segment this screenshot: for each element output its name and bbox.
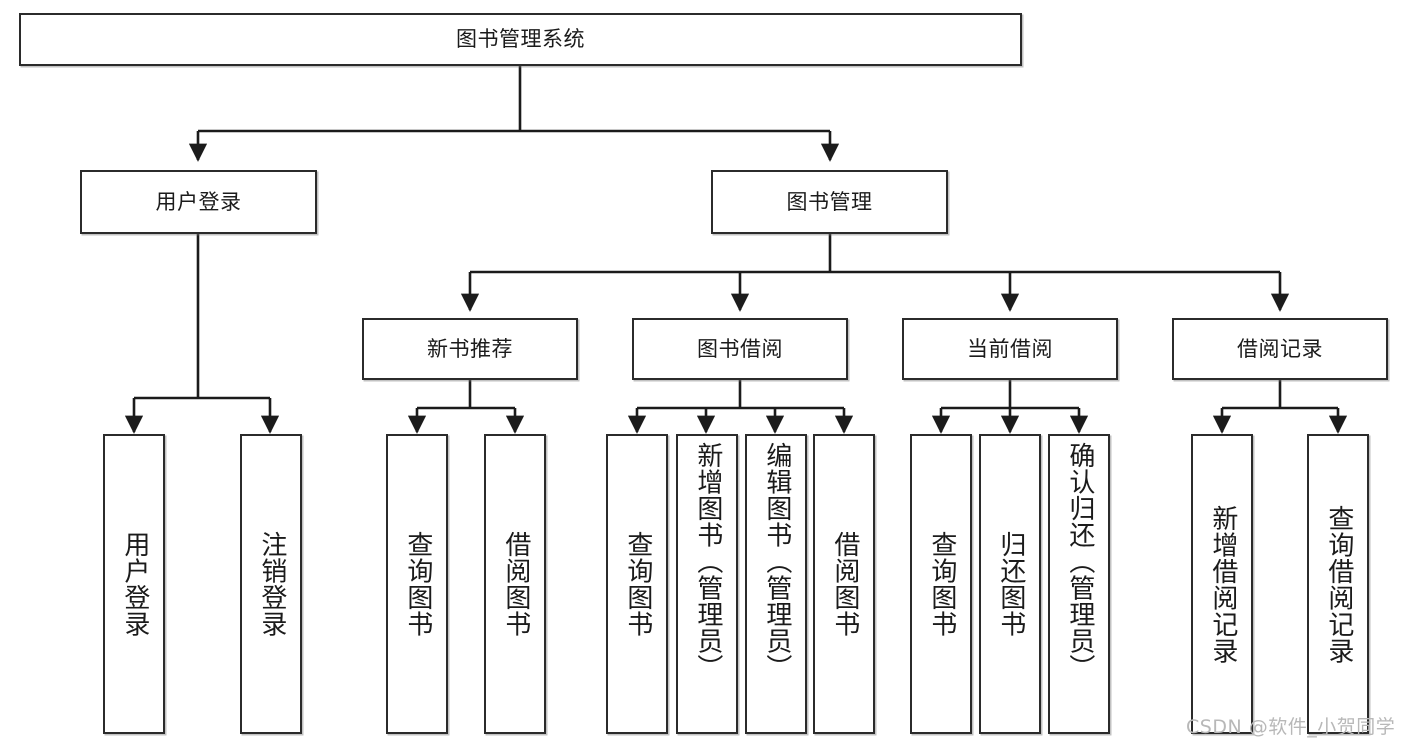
leaf-query-book-1[interactable]: 查询图书 (386, 434, 448, 734)
leaf-query-book-3[interactable]: 查询图书 (910, 434, 972, 734)
node-book-borrow-label: 图书借阅 (697, 336, 783, 361)
node-root[interactable]: 图书管理系统 (19, 13, 1022, 66)
node-borrow-records[interactable]: 借阅记录 (1172, 318, 1388, 380)
leaf-add-book-label: 新增图书（管理员） (692, 442, 723, 681)
leaf-add-record-label: 新增借阅记录 (1207, 504, 1238, 664)
leaf-user-logout-label: 注销登录 (256, 531, 287, 637)
node-root-label: 图书管理系统 (456, 27, 585, 52)
node-borrow-records-label: 借阅记录 (1237, 336, 1323, 361)
leaf-return-book-label: 归还图书 (995, 531, 1026, 637)
leaf-query-book-2[interactable]: 查询图书 (606, 434, 668, 734)
node-user-login-label: 用户登录 (155, 189, 242, 214)
node-current-borrow-label: 当前借阅 (967, 336, 1053, 361)
node-book-management-label: 图书管理 (786, 189, 873, 214)
leaf-user-login-label: 用户登录 (119, 531, 150, 637)
node-new-book-recommend-label: 新书推荐 (427, 336, 513, 361)
leaf-query-record-label: 查询借阅记录 (1323, 504, 1354, 664)
node-new-book-recommend[interactable]: 新书推荐 (362, 318, 578, 380)
leaf-borrow-book-2[interactable]: 借阅图书 (813, 434, 875, 734)
leaf-user-logout[interactable]: 注销登录 (240, 434, 302, 734)
leaf-query-record[interactable]: 查询借阅记录 (1307, 434, 1369, 734)
leaf-borrow-book-1[interactable]: 借阅图书 (484, 434, 546, 734)
leaf-query-book-3-label: 查询图书 (926, 531, 957, 637)
leaf-add-book[interactable]: 新增图书（管理员） (676, 434, 738, 734)
node-book-borrow[interactable]: 图书借阅 (632, 318, 848, 380)
leaf-borrow-book-2-label: 借阅图书 (829, 531, 860, 637)
leaf-user-login[interactable]: 用户登录 (103, 434, 165, 734)
leaf-add-record[interactable]: 新增借阅记录 (1191, 434, 1253, 734)
leaf-edit-book[interactable]: 编辑图书（管理员） (745, 434, 807, 734)
leaf-confirm-return-label: 确认归还（管理员） (1064, 442, 1095, 681)
leaf-query-book-1-label: 查询图书 (402, 531, 433, 637)
leaf-return-book[interactable]: 归还图书 (979, 434, 1041, 734)
csdn-watermark: CSDN @软件_小贺同学 (1186, 716, 1396, 738)
leaf-query-book-2-label: 查询图书 (622, 531, 653, 637)
node-book-management[interactable]: 图书管理 (711, 170, 948, 234)
node-user-login[interactable]: 用户登录 (80, 170, 317, 234)
node-current-borrow[interactable]: 当前借阅 (902, 318, 1118, 380)
leaf-confirm-return[interactable]: 确认归还（管理员） (1048, 434, 1110, 734)
leaf-edit-book-label: 编辑图书（管理员） (761, 442, 792, 681)
leaf-borrow-book-1-label: 借阅图书 (500, 531, 531, 637)
